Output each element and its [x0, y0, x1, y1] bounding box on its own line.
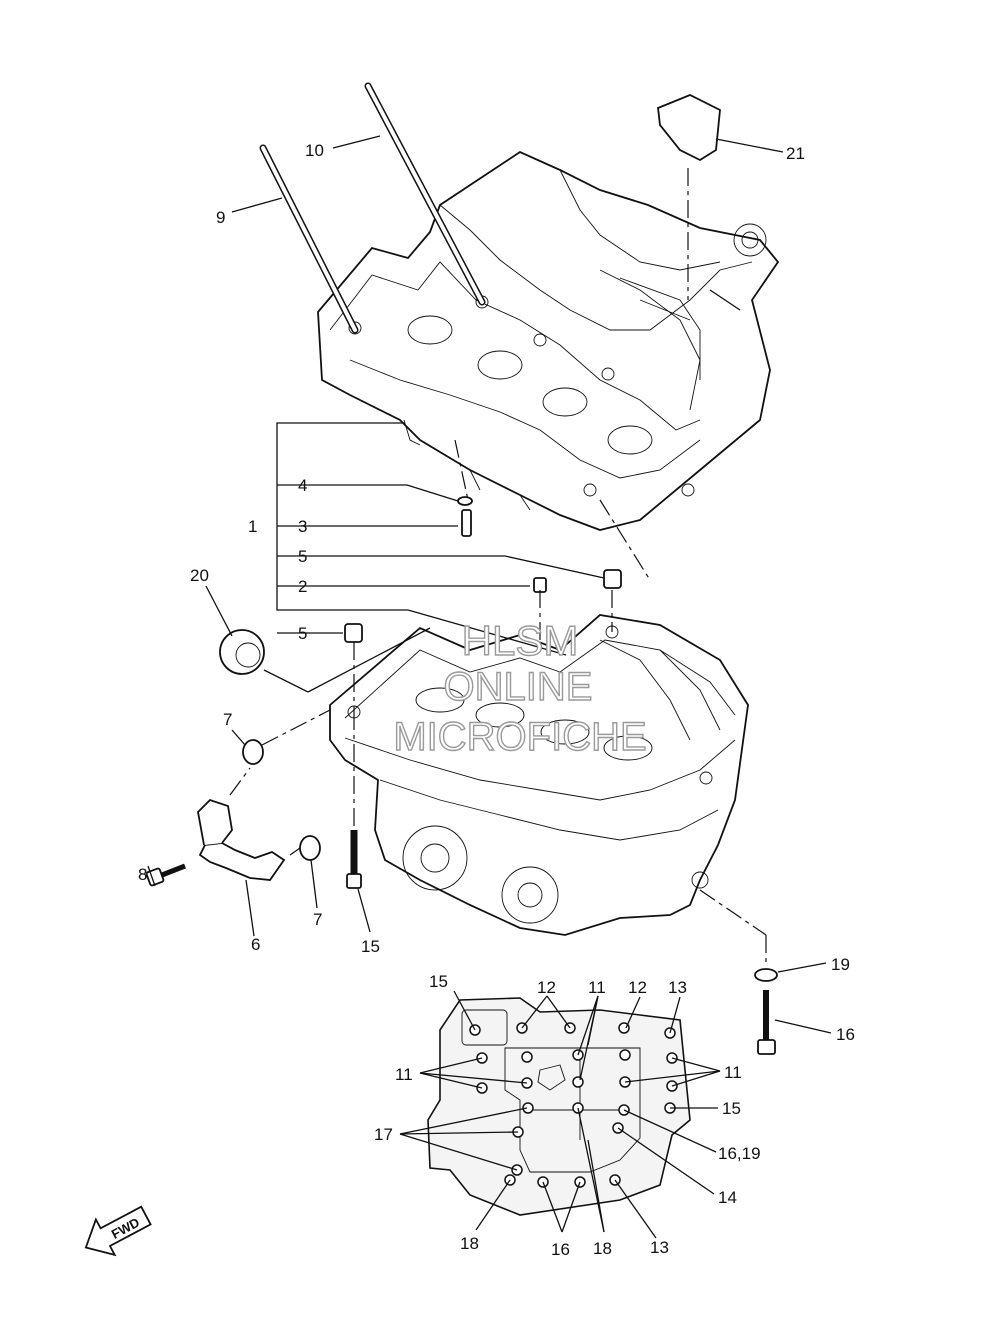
bracket-21: [657, 94, 721, 162]
pipe-6: [198, 842, 286, 881]
callout-15c: 15: [722, 1099, 741, 1118]
washer-19: [754, 968, 778, 982]
o-ring-4: [457, 496, 473, 506]
callout-16b: 16: [551, 1240, 570, 1259]
callout-9: 9: [216, 208, 225, 227]
fwd-arrow-icon: FWD: [84, 1205, 152, 1257]
callout-13b: 13: [650, 1238, 669, 1257]
callout-15a: 15: [429, 972, 448, 991]
stud-bolt-10: [364, 82, 486, 306]
watermark-line-3: MICROFICHE: [393, 715, 646, 759]
callout-3: 3: [298, 517, 307, 536]
callout-8: 8: [138, 865, 147, 884]
dowel-pin-5b: [344, 623, 363, 643]
callout-5a: 5: [298, 547, 307, 566]
callout-21: 21: [786, 144, 805, 163]
crankcase-bottom-view: [427, 997, 691, 1216]
guide-lines: [229, 168, 767, 965]
callout-15b: 15: [361, 937, 380, 956]
callout-2: 2: [298, 577, 307, 596]
callout-19: 19: [831, 955, 850, 974]
callout-11a: 11: [588, 978, 606, 997]
pipe-3: [461, 509, 472, 537]
callout-17: 17: [374, 1125, 393, 1144]
o-ring-7b: [299, 835, 321, 861]
callout-18b: 18: [593, 1239, 612, 1258]
callout-12b: 12: [628, 978, 647, 997]
bolt-15: [346, 830, 362, 889]
leader-lines: [147, 135, 832, 1239]
plug-2: [533, 577, 547, 593]
pipe-6-bend: [197, 798, 233, 846]
bolt-16: [757, 990, 776, 1055]
callout-12a: 12: [537, 978, 556, 997]
callout-18a: 18: [460, 1234, 479, 1253]
lower-crankcase: [329, 614, 749, 936]
watermark-line-1: HLSM: [462, 617, 579, 664]
o-ring-7a: [242, 739, 264, 765]
callout-11b: 11: [395, 1065, 413, 1084]
callout-20: 20: [190, 566, 209, 585]
callout-labels: 1 2 3 4 5 5 6 7 7 8 9 10 11 11 11 12 12 …: [138, 141, 855, 1259]
callout-4: 4: [298, 476, 307, 495]
watermark: HLSM ONLINE MICROFICHE: [393, 616, 648, 759]
stud-bolt-9: [259, 144, 359, 334]
watermark-line-2: ONLINE: [444, 665, 593, 709]
callout-16a: 16: [836, 1025, 855, 1044]
callout-13a: 13: [668, 978, 687, 997]
callout-7b: 7: [313, 910, 322, 929]
callout-1: 1: [248, 517, 257, 536]
callout-10: 10: [305, 141, 324, 160]
dowel-pin-5a: [603, 569, 622, 589]
plug-20: [219, 629, 265, 675]
callout-11c: 11: [724, 1063, 742, 1082]
callout-6: 6: [251, 935, 260, 954]
callout-5b: 5: [298, 624, 307, 643]
callout-14: 14: [718, 1188, 737, 1207]
callout-16-19: 16,19: [718, 1144, 761, 1163]
upper-crankcase: [317, 150, 780, 531]
callout-7a: 7: [223, 710, 232, 729]
